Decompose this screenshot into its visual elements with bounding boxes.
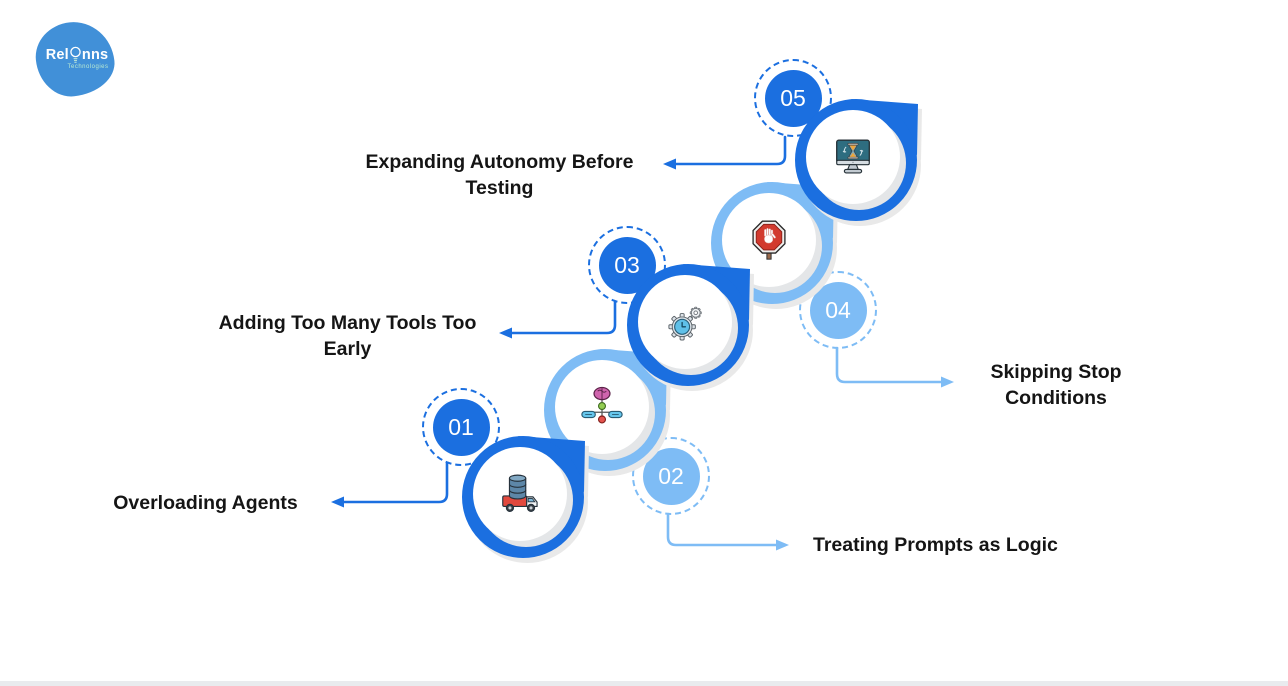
arrow-line-02 [666,512,778,547]
lightbulb-icon [70,46,81,63]
arrow-line-04 [835,346,943,384]
label-skipping-stop-conditions: Skipping Stop Conditions [990,361,1122,409]
brain-flowchart-icon [579,384,625,430]
logo-wordmark: Rel nns [42,46,112,64]
arrowhead-05 [663,158,676,170]
label-treating-prompts-as-logic: Treating Prompts as Logic [813,534,1058,556]
arrowhead-03 [499,327,512,339]
arrowhead-04 [941,376,954,388]
bottom-edge [0,681,1288,686]
badge-05-number: 05 [764,69,822,127]
badge-02-number: 02 [642,447,700,505]
database-truck-icon [497,471,543,517]
badge-04-number: 04 [809,281,867,339]
logo-tagline: Technologies [67,64,109,70]
badge-01-number: 01 [432,398,490,456]
badge-04: 04 [799,271,877,349]
label-adding-too-many-tools: Adding Too Many Tools Too Early [218,312,477,360]
arrow-line-01 [342,461,449,504]
relinns-logo: Rel nns Technologies [32,18,120,106]
arrowhead-01 [331,496,344,508]
label-overloading-agents: Overloading Agents [113,492,298,514]
label-expanding-autonomy: Expanding Autonomy Before Testing [365,151,634,199]
monitor-hourglass-icon [830,134,876,180]
logo-text-prefix: Rel [45,47,69,63]
stop-hand-icon [746,217,792,263]
logo-text-suffix: nns [81,47,109,63]
gears-icon [662,299,708,345]
badge-05: 05 [754,59,832,137]
arrowhead-02 [776,539,789,551]
badge-01: 01 [422,388,500,466]
